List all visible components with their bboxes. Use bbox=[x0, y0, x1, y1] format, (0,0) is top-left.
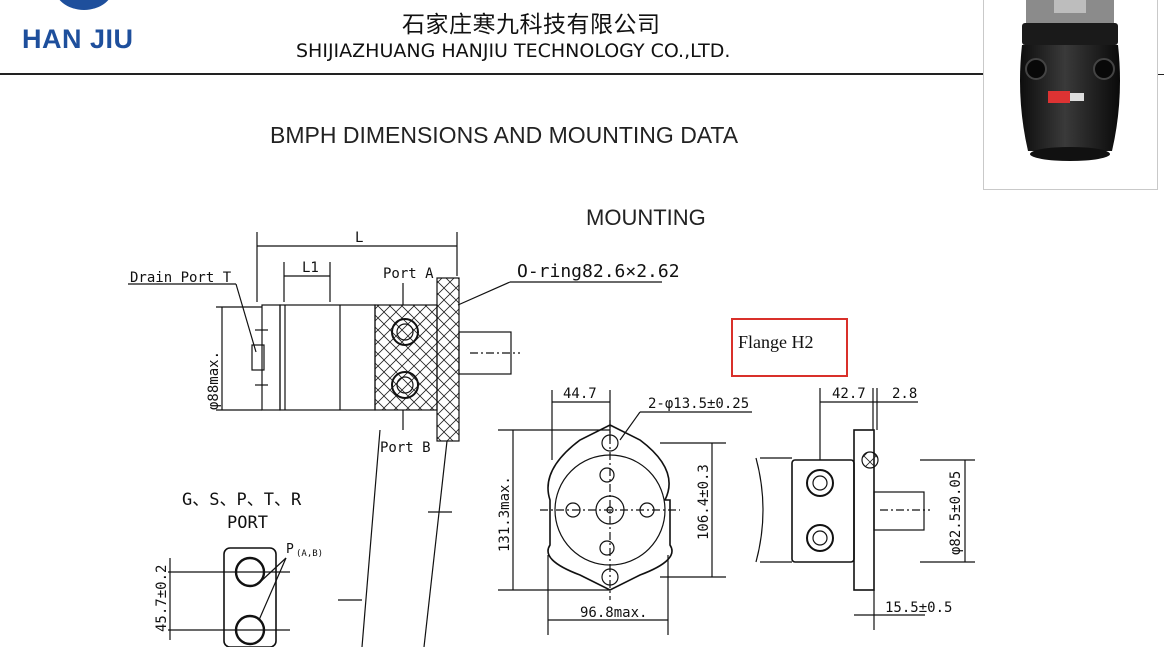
logo-emblem bbox=[59, 0, 109, 10]
flange-label: Flange H2 bbox=[738, 332, 814, 352]
company-name-en: SHIJIAZHUANG HANJIU TECHNOLOGY CO.,LTD. bbox=[296, 40, 731, 62]
label-port-b: Port B bbox=[380, 440, 431, 456]
label-dim-2-8: 2.8 bbox=[892, 386, 917, 402]
label-holes: 2-φ13.5±0.25 bbox=[648, 396, 749, 412]
label-port-p: P bbox=[286, 542, 294, 557]
label-dim-L: L bbox=[355, 230, 363, 246]
flange-highlight-box bbox=[731, 318, 848, 377]
drain-end-cap bbox=[261, 304, 281, 411]
label-ports-title: PORT bbox=[227, 513, 268, 533]
document-title: BMPH DIMENSIONS AND MOUNTING DATA bbox=[270, 122, 739, 148]
front-view-flange bbox=[547, 424, 673, 591]
product-photo-frame bbox=[983, 0, 1158, 190]
flange-section bbox=[436, 277, 460, 442]
label-dim-44-7: 44.7 bbox=[563, 386, 597, 402]
motor-body bbox=[279, 304, 376, 411]
label-dim-131-3: 131.3max. bbox=[497, 476, 513, 552]
label-dim-45-7: 45.7±0.2 bbox=[154, 565, 170, 632]
label-port-p-sub: (A,B) bbox=[296, 549, 323, 559]
label-dim-15-5: 15.5±0.5 bbox=[885, 600, 952, 616]
label-dim-42-7: 42.7 bbox=[832, 386, 866, 402]
company-name-cn: 石家庄寒九科技有限公司 bbox=[402, 12, 661, 38]
label-drain-port: Drain Port T bbox=[130, 270, 232, 286]
motor-photo-image bbox=[1020, 0, 1120, 161]
side-view-port-block bbox=[791, 459, 855, 563]
header-divider bbox=[0, 73, 984, 75]
label-dia-82-5: φ82.5±0.05 bbox=[948, 471, 964, 555]
label-ports-list: G、S、P、T、R bbox=[182, 490, 302, 510]
section-title-mounting: MOUNTING bbox=[586, 205, 706, 230]
label-dia-88: φ88max. bbox=[206, 351, 222, 410]
label-dim-L1: L1 bbox=[302, 260, 319, 276]
logo-text: HAN JIU bbox=[22, 24, 134, 54]
label-port-a: Port A bbox=[383, 266, 434, 282]
shaft bbox=[458, 331, 512, 375]
port-detail-block bbox=[223, 547, 277, 647]
label-dim-96-8: 96.8max. bbox=[580, 605, 647, 621]
label-dim-106-4: 106.4±0.3 bbox=[696, 464, 712, 540]
label-oring: O-ring82.6×2.62 bbox=[517, 261, 680, 282]
